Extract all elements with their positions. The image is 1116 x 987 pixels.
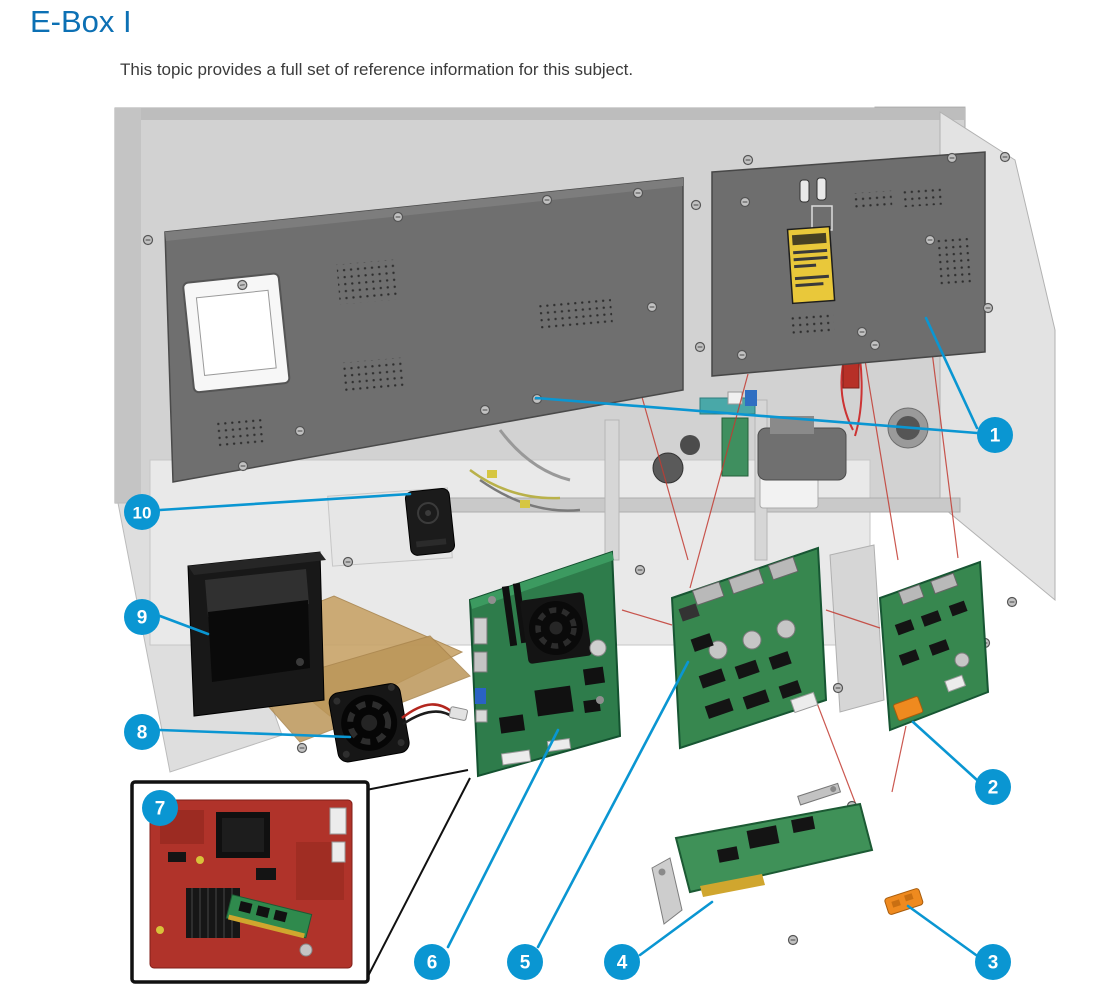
enclosure-part: [187, 551, 326, 717]
callout-number: 9: [137, 608, 148, 629]
left-cover-panel: [164, 177, 684, 483]
callout-number: 6: [427, 953, 438, 974]
warning-label: [786, 225, 836, 305]
callout-circle: [124, 494, 160, 530]
callout-8: 8: [124, 714, 160, 750]
gold-edge-connector: [700, 874, 765, 897]
formatter-board: [468, 550, 622, 778]
callout-number: 4: [617, 953, 628, 974]
callout-7: 7: [142, 790, 178, 826]
leader-line: [158, 492, 412, 512]
vent-grid: [336, 259, 398, 305]
right-cover-panel: [711, 151, 986, 377]
callout-circle: [604, 944, 640, 980]
coin-battery: [589, 639, 607, 657]
leader-line: [158, 728, 352, 739]
fan-part: [328, 683, 468, 763]
callout-number: 10: [133, 504, 152, 523]
callout-circle: [414, 944, 450, 980]
alignment-lines: [621, 319, 959, 811]
leader-line: [638, 900, 714, 957]
interconnect-board: [670, 546, 828, 750]
vent-grid: [851, 190, 893, 212]
callout-10: 10: [124, 494, 160, 530]
right-io-board: [878, 560, 990, 732]
leader-line: [924, 316, 979, 430]
leader-line: [911, 720, 979, 782]
callout-6: 6: [414, 944, 450, 980]
callout-number: 8: [137, 723, 148, 744]
leader-line: [534, 396, 979, 435]
callout-9: 9: [124, 599, 160, 635]
callout-1: 1: [977, 417, 1013, 453]
page-title: E-Box I: [30, 4, 132, 39]
orange-connector: [893, 696, 924, 721]
panel-label: [182, 272, 291, 394]
leader-lines: [158, 316, 979, 957]
vent-grid: [538, 296, 614, 332]
callout-2: 2: [975, 769, 1011, 805]
callout-number: 1: [990, 426, 1001, 447]
callout-4: 4: [604, 944, 640, 980]
leader-line: [906, 904, 978, 957]
callout-circle: [975, 769, 1011, 805]
pcie-card: [651, 782, 874, 925]
vent-grid: [901, 186, 943, 208]
callout-circle: [977, 417, 1013, 453]
leader-line: [158, 614, 210, 636]
vent-grid: [787, 310, 835, 338]
vent-grid: [340, 357, 408, 393]
callout-number: 2: [988, 778, 999, 799]
mounting-bracket: [797, 782, 842, 806]
callout-circle: [975, 944, 1011, 980]
callout-number: 5: [520, 953, 531, 974]
red-cable: [854, 357, 863, 437]
ram-module: [225, 894, 313, 939]
callout-number: 7: [155, 799, 166, 820]
callout-5: 5: [507, 944, 543, 980]
callout-3: 3: [975, 944, 1011, 980]
callout-circle: [124, 599, 160, 635]
inset-detail: [130, 769, 471, 984]
card-bracket: [651, 857, 683, 925]
callout-circle: [507, 944, 543, 980]
inset-red-board: [149, 799, 353, 969]
page-description: This topic provides a full set of refere…: [120, 60, 634, 79]
leader-line: [446, 728, 560, 949]
orange-module: [884, 888, 924, 915]
callouts: 1 2 3 4 5 6 7 8 9 10: [124, 417, 1013, 980]
leader-line: [536, 660, 690, 949]
hard-drive-part: [404, 487, 456, 556]
callout-circle: [124, 714, 160, 750]
vent-grid: [212, 417, 266, 449]
fan-connector: [448, 706, 468, 721]
callout-number: 3: [988, 953, 999, 974]
fan-red-wire: [401, 703, 453, 720]
callout-circle: [142, 790, 178, 826]
vent-grid: [934, 234, 972, 286]
yellow-cable: [469, 468, 561, 500]
